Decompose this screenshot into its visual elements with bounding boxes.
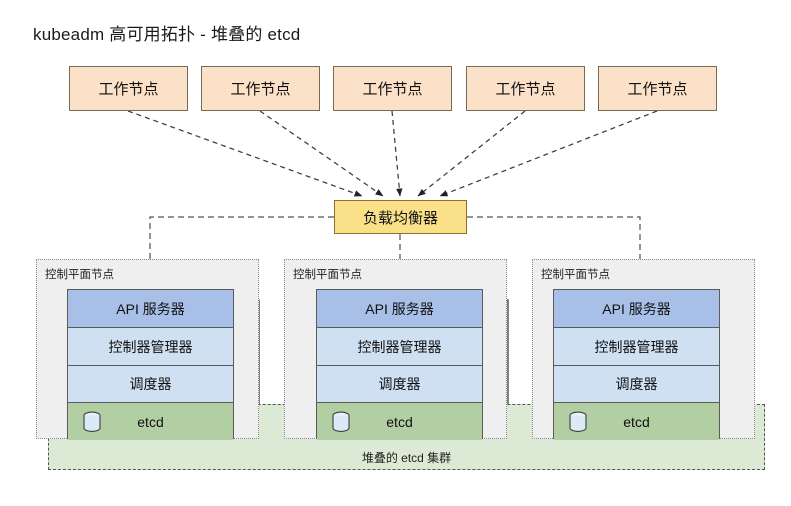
worker-node-5[interactable]: 工作节点	[598, 66, 717, 111]
load-balancer[interactable]: 负载均衡器	[334, 200, 467, 234]
worker-node-4[interactable]: 工作节点	[466, 66, 585, 111]
controller-manager-box[interactable]: 控制器管理器	[554, 328, 719, 366]
api-server-box[interactable]: API 服务器	[317, 290, 482, 328]
database-cylinder-icon	[569, 411, 587, 432]
scheduler-box[interactable]: 调度器	[317, 366, 482, 403]
etcd-box[interactable]: etcd	[68, 403, 233, 440]
etcd-label: etcd	[386, 413, 413, 430]
worker-node-label: 工作节点	[495, 81, 556, 98]
controller-manager-box[interactable]: 控制器管理器	[68, 328, 233, 366]
stacked-etcd-cluster-label: 堆叠的 etcd 集群	[361, 451, 452, 465]
scheduler-label: 调度器	[129, 376, 172, 392]
controller-manager-label: 控制器管理器	[594, 338, 679, 355]
worker-node-label: 工作节点	[627, 81, 688, 98]
controller-manager-box[interactable]: 控制器管理器	[317, 328, 482, 366]
database-cylinder-icon	[83, 411, 101, 432]
page-title: kubeadm 高可用拓扑 - 堆叠的 etcd	[33, 25, 301, 44]
worker-node-2[interactable]: 工作节点	[201, 66, 320, 111]
etcd-label: etcd	[137, 413, 164, 430]
worker-node-label: 工作节点	[98, 81, 159, 98]
control-plane-node-label: 控制平面节点	[45, 269, 114, 281]
control-plane-node-label: 控制平面节点	[293, 269, 362, 281]
worker-node-1[interactable]: 工作节点	[69, 66, 188, 111]
control-plane-node-2-stack: API 服务器 控制器管理器 调度器 etcd	[316, 289, 483, 440]
scheduler-box[interactable]: 调度器	[554, 366, 719, 403]
worker-node-label: 工作节点	[230, 81, 291, 98]
control-plane-node-label: 控制平面节点	[541, 269, 610, 281]
load-balancer-label: 负载均衡器	[362, 209, 438, 227]
scheduler-box[interactable]: 调度器	[68, 366, 233, 403]
scheduler-label: 调度器	[615, 376, 658, 392]
api-server-label: API 服务器	[602, 300, 671, 317]
api-server-label: API 服务器	[116, 300, 185, 317]
scheduler-label: 调度器	[378, 376, 421, 392]
database-cylinder-icon	[332, 411, 350, 432]
worker-node-label: 工作节点	[362, 81, 423, 98]
controller-manager-label: 控制器管理器	[357, 338, 442, 355]
api-server-box[interactable]: API 服务器	[68, 290, 233, 328]
control-plane-node-1-stack: API 服务器 控制器管理器 调度器 etcd	[67, 289, 234, 440]
etcd-box[interactable]: etcd	[554, 403, 719, 440]
api-server-label: API 服务器	[365, 300, 434, 317]
etcd-label: etcd	[623, 413, 650, 430]
api-server-box[interactable]: API 服务器	[554, 290, 719, 328]
control-plane-node-3-stack: API 服务器 控制器管理器 调度器 etcd	[553, 289, 720, 440]
controller-manager-label: 控制器管理器	[108, 338, 193, 355]
worker-node-3[interactable]: 工作节点	[333, 66, 452, 111]
etcd-box[interactable]: etcd	[317, 403, 482, 440]
